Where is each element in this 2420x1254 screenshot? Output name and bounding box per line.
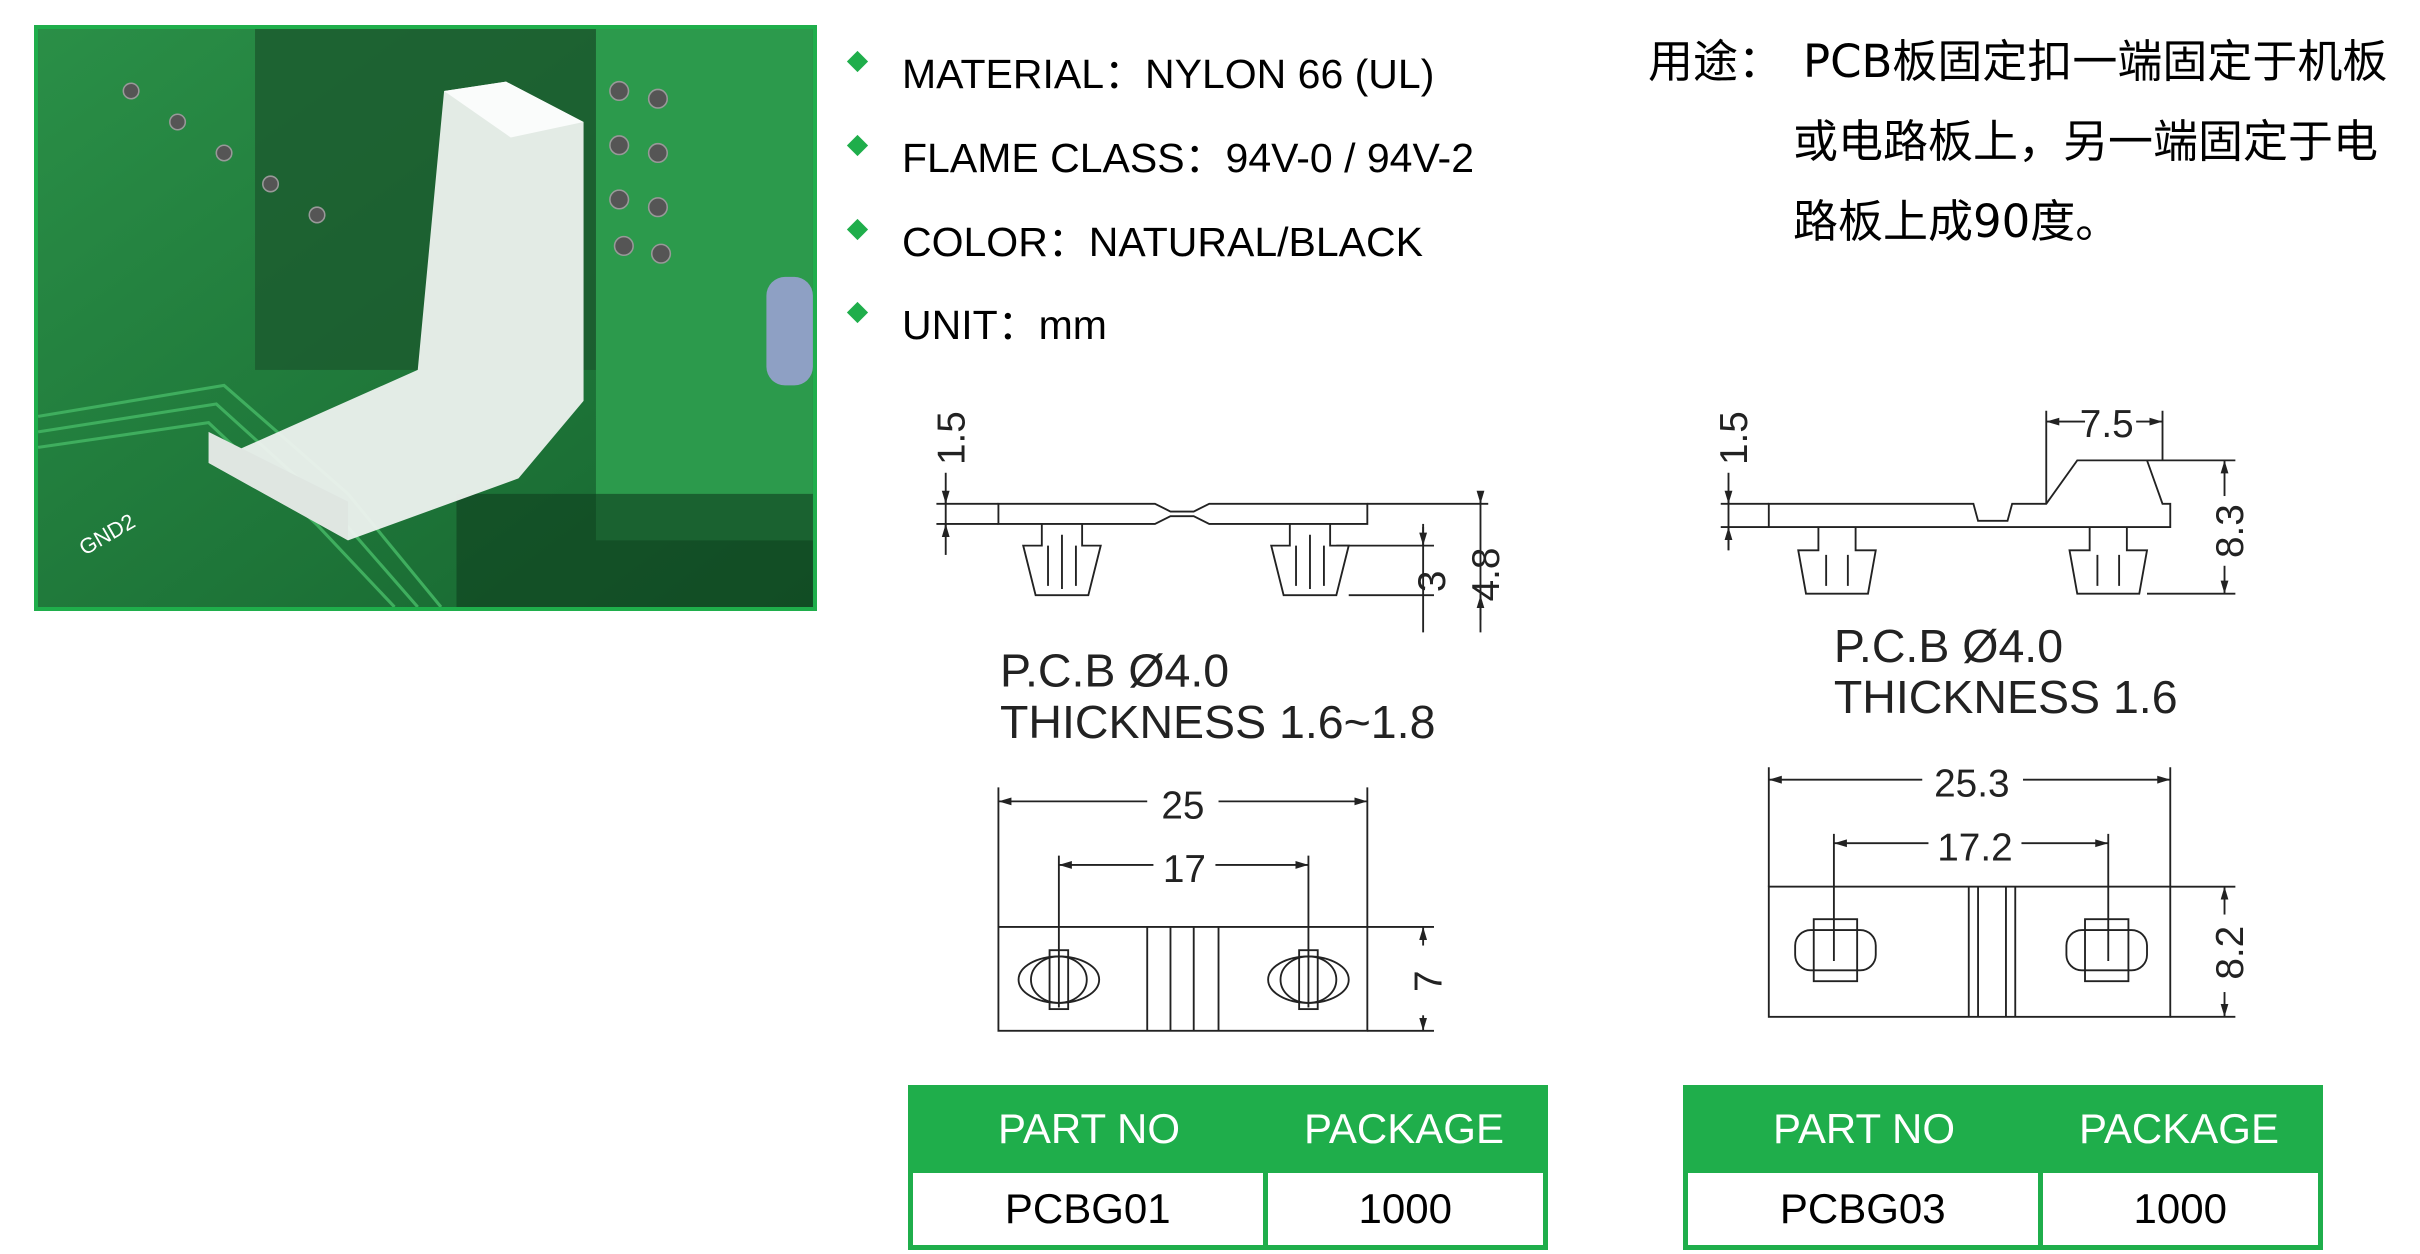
right-side-view (1720, 410, 2236, 595)
dim-right-8-2: 8.2 (2209, 926, 2252, 980)
pcb-photo-illustration: GND2 (38, 29, 813, 607)
usage-description: 用途：PCB板固定扣一端固定于机板 或电路板上，另一端固定于电 路板上成90度。 (1648, 22, 2387, 262)
cell-part-no: PCBG03 (1683, 1168, 2043, 1250)
cell-package: 1000 (1262, 1168, 1548, 1250)
dim-right-7-5: 7.5 (2080, 403, 2134, 446)
header-part-no: PART NO (910, 1087, 1265, 1171)
header-package: PACKAGE (1265, 1087, 1546, 1171)
dim-left-thickness: 1.5 (930, 411, 973, 465)
left-side-view (936, 472, 1489, 633)
header-package: PACKAGE (2040, 1087, 2321, 1171)
cell-part-no: PCBG01 (908, 1168, 1268, 1250)
dim-left-3: 3 (1411, 571, 1454, 593)
dim-left-4-8: 4.8 (1465, 548, 1508, 602)
cell-package: 1000 (2037, 1168, 2323, 1250)
dim-right-17-2: 17.2 (1937, 826, 2012, 869)
dim-left-17: 17 (1163, 848, 1206, 891)
dim-right-thickness: 1.5 (1713, 411, 1756, 465)
right-note-thickness: THICKNESS 1.6 (1834, 671, 2178, 723)
usage-label: 用途： (1648, 35, 1784, 88)
dim-left-7: 7 (1408, 970, 1451, 992)
dim-right-25-3: 25.3 (1934, 763, 2009, 806)
dim-left-25: 25 (1161, 784, 1204, 827)
product-photo: GND2 (34, 25, 817, 611)
left-note-pcb: P.C.B Ø4.0 (1000, 645, 1229, 697)
dim-right-8-3: 8.3 (2209, 504, 2252, 558)
left-top-view (997, 787, 1434, 1032)
left-note-thickness: THICKNESS 1.6~1.8 (1000, 696, 1435, 748)
header-part-no: PART NO (1685, 1087, 2040, 1171)
right-note-pcb: P.C.B Ø4.0 (1834, 620, 2063, 672)
right-top-view (1767, 767, 2236, 1018)
